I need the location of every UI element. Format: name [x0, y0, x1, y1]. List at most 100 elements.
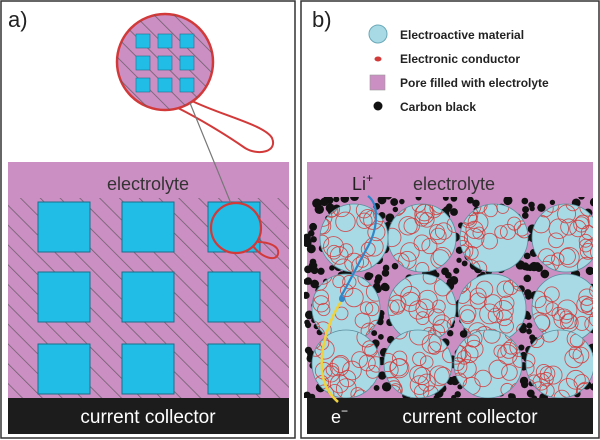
- current-collector-label-a: current collector: [80, 407, 216, 428]
- carbon-black-dot: [434, 272, 440, 278]
- inset-particle-square: [157, 33, 173, 49]
- panel-a-label: a): [8, 7, 28, 32]
- carbon-black-dot: [399, 198, 405, 205]
- electroactive-particle: [387, 203, 457, 273]
- inset-particle-square: [179, 33, 195, 49]
- carbon-black-dot: [578, 197, 585, 200]
- panel-b-electrode: [304, 162, 593, 434]
- current-collector-label-b: current collector: [402, 407, 538, 428]
- pore-marker: [369, 74, 386, 91]
- carbon-black-dot: [350, 197, 359, 202]
- inset-particle-square: [157, 55, 173, 71]
- carbon-black-dot: [304, 291, 310, 299]
- carbon-black-dot: [380, 282, 389, 291]
- carbon-black-dot: [415, 197, 422, 201]
- carbon-black-dot: [304, 310, 314, 320]
- carbon-black-dot: [472, 199, 480, 208]
- panel-b-label: b): [312, 7, 332, 32]
- carbon-black-dot: [309, 222, 318, 231]
- carbon-black-dot: [589, 383, 593, 391]
- magnifier-inset: [115, 12, 280, 260]
- carbon-black-dot: [540, 269, 550, 279]
- li-ion-path: [339, 195, 378, 299]
- active-particle-square: [121, 201, 175, 253]
- carbon-black-dot: [456, 257, 462, 263]
- active-particle-square: [37, 201, 91, 253]
- carbon-black-dot: [392, 206, 399, 213]
- carbon-black-dot: [523, 274, 532, 283]
- carbon-black-dot: [449, 276, 459, 285]
- carbon-black-dot: [527, 391, 535, 398]
- carbon-black-dot: [340, 197, 350, 203]
- carbon-black-dot: [524, 289, 532, 297]
- carbon-black-dot: [450, 197, 458, 202]
- carbon-black-dot: [466, 197, 474, 204]
- carbon-black-dot: [529, 261, 539, 272]
- carbon-black-dot: [459, 330, 468, 338]
- carbon-black-dot: [308, 393, 316, 398]
- li-ion-label: Li+: [352, 171, 373, 194]
- carbon-black-dot: [317, 267, 325, 275]
- carbon-black-dot: [453, 267, 460, 274]
- active-particle-square: [121, 271, 175, 323]
- inset-particle-square: [135, 77, 151, 93]
- carbon-black-dot: [521, 262, 530, 271]
- electroactive-particle: [383, 329, 453, 398]
- carbon-black-dot: [526, 322, 533, 329]
- carbon-black-dot: [525, 314, 532, 320]
- panel-a-electrode: [8, 162, 289, 434]
- carbon-black-dot: [377, 371, 387, 380]
- carbon-black-dot: [314, 204, 325, 215]
- active-particle-square: [121, 343, 175, 395]
- carbon-black-dot: [333, 197, 340, 203]
- legend-label-conductor: Electronic conductor: [400, 52, 520, 66]
- legend-label-pore: Pore filled with electrolyte: [400, 76, 549, 90]
- current-collector-a: [8, 398, 289, 434]
- carbon-black-dot: [374, 278, 381, 285]
- carbon-black-dot: [381, 269, 390, 277]
- carbon-black-dot: [381, 382, 392, 392]
- carbon-black-dot: [373, 385, 380, 391]
- carbon-black-dot: [447, 330, 454, 337]
- electroactive-particles: [311, 203, 593, 398]
- carbon-black-dot: [368, 272, 374, 279]
- inset-particle-square: [179, 55, 195, 71]
- inset-particle-square: [135, 55, 151, 71]
- carbon-black-dot: [433, 395, 440, 398]
- carbon-black-dot: [521, 197, 529, 205]
- carbon-black-dot: [310, 236, 317, 243]
- carbon-black-dot: [528, 201, 535, 209]
- carbon-black-dot: [508, 393, 516, 398]
- carbon-black-dot: [503, 197, 512, 206]
- electrolyte-label-a: electrolyte: [107, 174, 189, 194]
- carbon-black-dot: [320, 197, 329, 207]
- electron-path: [320, 299, 344, 403]
- carbon-black-dot: [585, 266, 593, 276]
- electroactive-material-marker: [368, 24, 388, 44]
- carbon-black-dot: [304, 321, 312, 329]
- electron-label: e−: [331, 404, 348, 427]
- carbon-black-dot: [304, 278, 310, 285]
- carbon-black-dot: [306, 244, 316, 254]
- carbon-black-dot: [385, 213, 395, 223]
- carbon-black-dot: [310, 279, 319, 289]
- carbon-black-marker: [373, 101, 383, 111]
- carbon-black-dot: [521, 212, 529, 219]
- active-particle-square: [37, 271, 91, 323]
- carbon-black-dot: [450, 208, 458, 216]
- carbon-black-dot: [442, 197, 449, 201]
- carbon-black-dot: [381, 197, 387, 200]
- current-collector-b: [307, 398, 593, 434]
- carbon-black-dot: [378, 334, 384, 340]
- active-particle-square: [37, 343, 91, 395]
- inset-particle-square: [157, 77, 173, 93]
- carbon-black-dot: [391, 262, 399, 270]
- carbon-black-dot: [519, 325, 527, 334]
- electroactive-particle: [525, 329, 593, 398]
- inset-particle-square: [135, 33, 151, 49]
- carbon-black-dot: [523, 252, 531, 260]
- carbon-black-dot: [310, 266, 319, 275]
- legend: Electroactive material Electronic conduc…: [368, 24, 549, 114]
- carbon-black-dot: [537, 203, 546, 212]
